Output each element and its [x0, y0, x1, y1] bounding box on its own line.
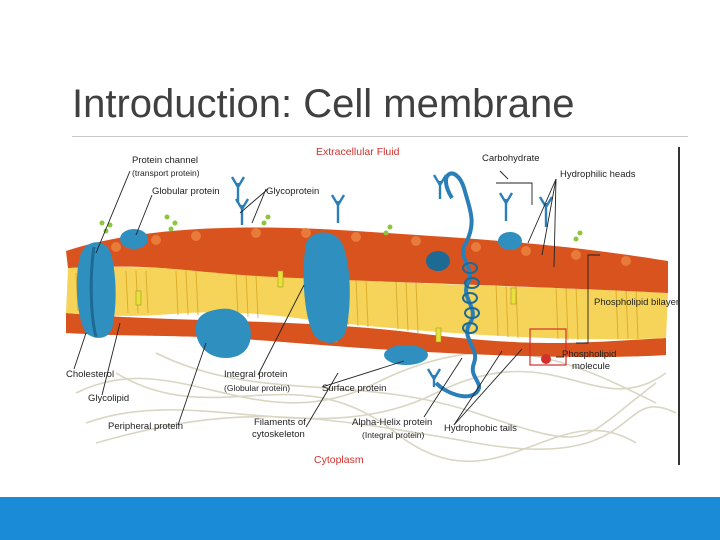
surface-protein-label: Surface protein [322, 383, 387, 394]
globular-protein-label: Globular protein [152, 186, 220, 197]
protein-channel-label: Protein channel [132, 155, 199, 166]
integral-protein-label: Integral protein [224, 369, 288, 380]
globular-protein-shape [120, 229, 148, 249]
carbohydrate-chains [230, 174, 554, 387]
filaments-label-line2: cytoskeleton [252, 429, 305, 440]
peripheral-protein-right [498, 232, 522, 250]
protein-channel-shading [89, 246, 98, 338]
cholesterol-label: Cholesterol [66, 369, 115, 380]
alpha-helix-coils [462, 262, 480, 334]
glycolipid-chains [99, 214, 583, 242]
glycoprotein-label: Glycoprotein [266, 186, 320, 197]
protein-channel-shape [76, 242, 116, 338]
hydrophobic-tails-label: Hydrophobic tails [444, 423, 517, 434]
alpha-helix-chain [434, 171, 482, 399]
phospholipid-molecule-label-line2: molecule [572, 361, 611, 372]
alpha-helix-protein-label: Alpha-Helix protein [352, 417, 433, 428]
hydrophilic-heads-label: Hydrophilic heads [560, 169, 636, 180]
extracellular-fluid-label: Extracellular Fluid [316, 146, 400, 158]
phospholipid-molecule-box [529, 328, 567, 366]
surface-protein-shape [384, 345, 428, 365]
phospholipid-bilayer-label: Phospholipid bilayer [594, 297, 680, 308]
phospholipid-molecule-head [541, 354, 551, 364]
membrane-illustration [66, 170, 677, 463]
protein-channel-sublabel: (transport protein) [132, 168, 200, 178]
integral-protein-large [303, 232, 350, 343]
cytoplasm-label: Cytoplasm [314, 454, 364, 466]
title-divider [72, 136, 688, 137]
integral-protein-sublabel: (Globular protein) [224, 383, 291, 393]
cytoskeleton-filaments [75, 351, 677, 463]
phospholipid-molecule-label-line1: Phospholipid [562, 349, 617, 360]
filaments-label-line1: Filaments of [254, 417, 306, 428]
footer-accent-bar [0, 497, 720, 540]
peripheral-protein-label: Peripheral protein [108, 421, 183, 432]
alpha-helix-protein-sublabel: (Integral protein) [362, 430, 425, 440]
figure-edge-line [678, 147, 680, 465]
glycolipid-label: Glycolipid [88, 393, 130, 404]
head-highlights [91, 228, 631, 266]
carbohydrate-label: Carbohydrate [482, 153, 540, 164]
slide-title: Introduction: Cell membrane [72, 82, 575, 126]
cell-membrane-diagram: Extracellular Fluid Cytoplasm Protein ch… [56, 143, 680, 470]
leader-lines [73, 170, 600, 428]
tail-stripes [75, 270, 639, 341]
integral-protein-lower [195, 308, 251, 358]
globular-protein-right [426, 251, 450, 271]
